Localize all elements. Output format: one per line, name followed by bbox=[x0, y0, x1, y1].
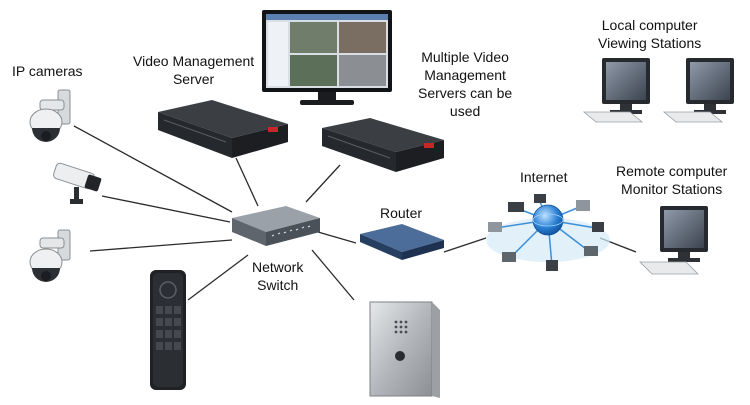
router bbox=[360, 224, 444, 260]
link-router-internet bbox=[443, 237, 487, 253]
ip-cameras-text: IP cameras bbox=[12, 63, 83, 79]
remote-stations-label: Remote computer Monitor Stations bbox=[616, 162, 727, 198]
remote-stations-line-2: Monitor Stations bbox=[621, 181, 723, 197]
intercom-door-station bbox=[369, 301, 440, 398]
local-stations-line-1: Local computer bbox=[601, 17, 698, 33]
multi-vms-line-1: Multiple Video bbox=[421, 49, 509, 65]
video-management-server-2 bbox=[322, 118, 444, 172]
link-camera3-switch bbox=[89, 239, 233, 252]
link-server2-switch bbox=[305, 164, 341, 203]
multi-vms-line-4: used bbox=[449, 103, 481, 119]
link-intercom-switch bbox=[311, 249, 355, 301]
internet-label: Internet bbox=[520, 168, 567, 186]
ip-cameras-label: IP cameras bbox=[12, 62, 83, 80]
switch-label-line-1: Network bbox=[252, 259, 304, 275]
surveillance-monitor bbox=[262, 10, 392, 105]
multiple-vms-label: Multiple Video Management Servers can be… bbox=[418, 48, 512, 120]
multi-vms-line-3: Servers can be bbox=[418, 85, 513, 101]
switch-label-line-2: Switch bbox=[257, 277, 299, 293]
local-workstation-1 bbox=[582, 58, 650, 123]
link-camera2-switch bbox=[101, 195, 231, 223]
multi-vms-line-2: Management bbox=[424, 67, 506, 83]
local-stations-label: Local computer Viewing Stations bbox=[598, 16, 701, 52]
ip-camera-bullet bbox=[53, 162, 102, 204]
network-switch-label: Network Switch bbox=[252, 258, 303, 294]
link-keypad-switch bbox=[187, 254, 249, 301]
link-server1-switch bbox=[235, 157, 259, 207]
local-stations-line-2: Viewing Stations bbox=[598, 35, 702, 51]
video-management-server-label: Video Management Server bbox=[133, 52, 254, 88]
local-workstation-2 bbox=[662, 58, 734, 123]
video-management-server bbox=[158, 100, 288, 158]
vms-label-line-2: Server bbox=[172, 71, 215, 87]
ip-camera-dome-2 bbox=[29, 229, 71, 282]
link-switch-router bbox=[317, 231, 357, 244]
internet-network-cluster bbox=[486, 194, 610, 271]
internet-text: Internet bbox=[520, 169, 568, 185]
keypad-reader bbox=[150, 270, 186, 390]
router-text: Router bbox=[380, 205, 423, 221]
vms-label-line-1: Video Management bbox=[133, 53, 255, 69]
connector-lines bbox=[73, 125, 637, 301]
remote-workstation bbox=[639, 206, 708, 275]
router-label: Router bbox=[380, 204, 422, 222]
network-switch bbox=[232, 206, 320, 246]
remote-stations-line-1: Remote computer bbox=[616, 163, 728, 179]
ip-camera-dome-1 bbox=[29, 89, 71, 142]
link-camera1-switch bbox=[73, 125, 233, 213]
